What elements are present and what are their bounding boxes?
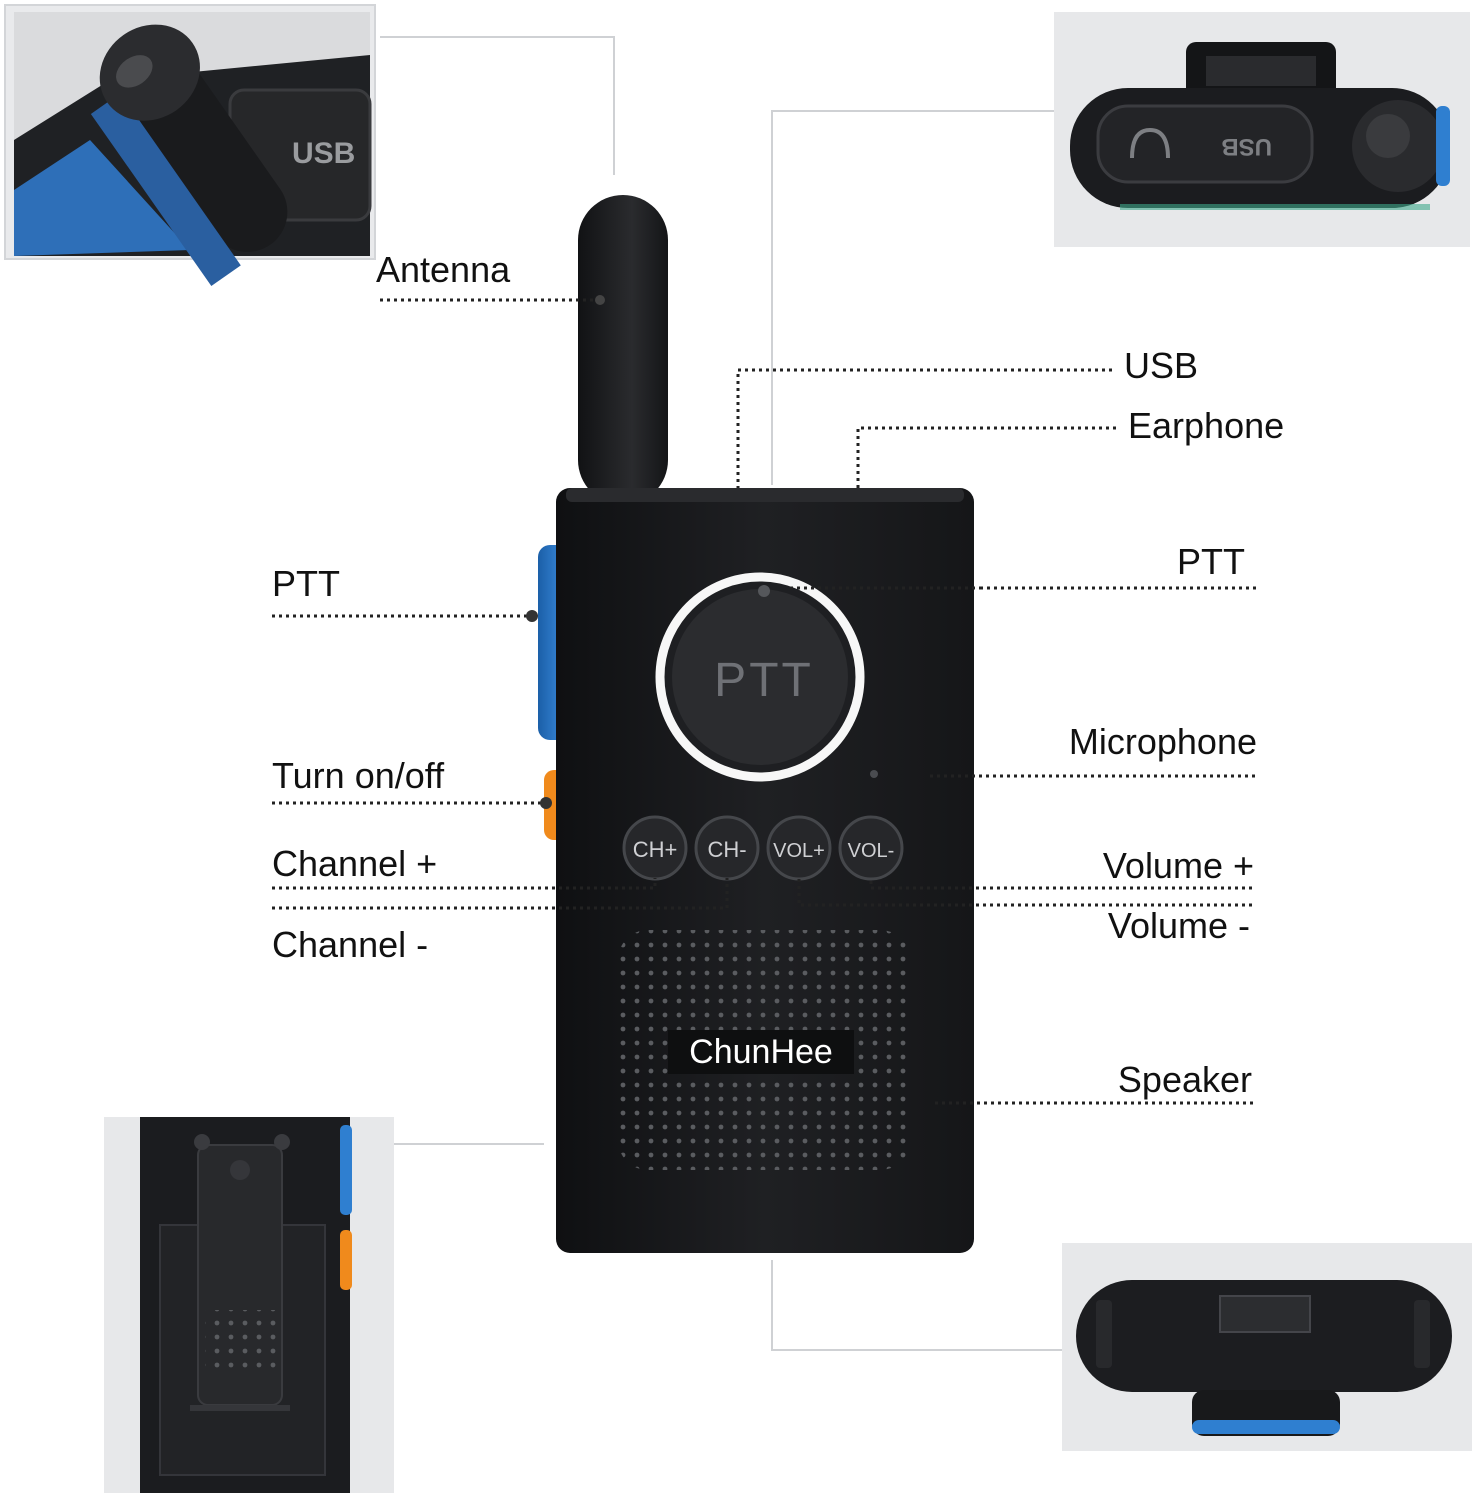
btn-ch-plus-text: CH+ <box>633 837 678 862</box>
volume-minus-button[interactable] <box>838 815 904 881</box>
label-speaker: Speaker <box>1117 1059 1252 1100</box>
label-volume-minus: Volume - <box>1107 905 1250 946</box>
brand-logo-text: ChunHee <box>689 1033 833 1071</box>
label-ptt-side: PTT <box>272 563 340 604</box>
label-usb: USB <box>1124 345 1199 386</box>
inset-top-usb-text: USB <box>1221 133 1272 160</box>
btn-ch-minus-text: CH- <box>707 837 746 862</box>
antenna <box>578 195 668 505</box>
label-antenna: Antenna <box>376 249 511 290</box>
walkie-talkie: PTT CH+ CH- VOL+ VOL- ChunHee <box>538 195 974 1253</box>
inset-top-view: USB <box>1054 12 1470 247</box>
ptt-button-text: PTT <box>714 654 814 707</box>
ptt-button[interactable] <box>672 589 848 765</box>
label-turn-on-off: Turn on/off <box>272 755 445 796</box>
leader-lines <box>272 298 1256 1105</box>
antenna-dot <box>595 295 605 305</box>
microphone-hole <box>870 770 878 778</box>
inset-usb-text: USB <box>292 137 355 170</box>
inset-bottom-view <box>1062 1243 1472 1451</box>
btn-vol-plus-text: VOL+ <box>773 840 825 862</box>
inset-back-view <box>104 1117 394 1493</box>
brand-plate <box>668 1030 854 1074</box>
label-channel-plus: Channel + <box>272 843 438 884</box>
label-channel-minus: Channel - <box>272 924 429 965</box>
label-earphone: Earphone <box>1128 405 1285 446</box>
btn-vol-minus-text: VOL- <box>848 840 895 862</box>
label-ptt-front: PTT <box>1177 541 1245 582</box>
power-dot <box>540 797 552 809</box>
label-microphone: Microphone <box>1068 721 1257 762</box>
control-buttons: CH+ CH- VOL+ VOL- <box>622 815 904 881</box>
label-volume-plus: Volume + <box>1102 845 1254 886</box>
inset-antenna-closeup: USB <box>4 4 376 286</box>
ptt-side-dot <box>526 610 538 622</box>
connector-lines <box>380 36 1062 1351</box>
